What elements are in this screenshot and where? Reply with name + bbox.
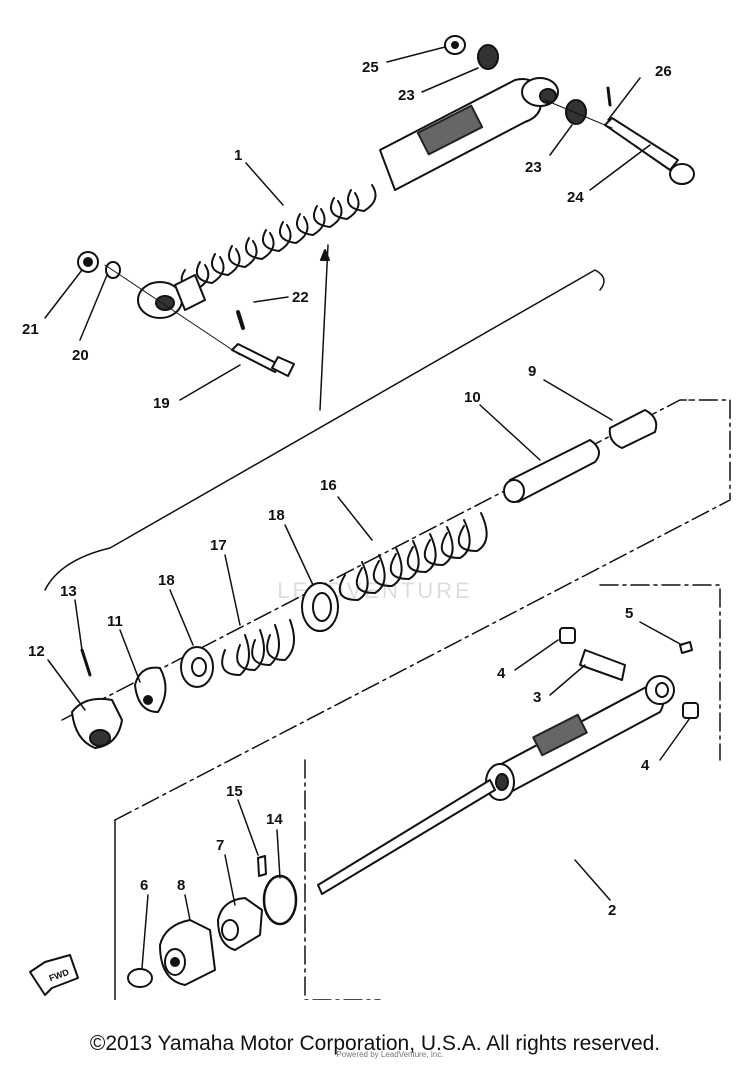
label-4-lower: 4 (641, 757, 650, 774)
copyright-notice: ©2013 Yamaha Motor Corporation, U.S.A. A… (89, 1032, 661, 1055)
bolt-24 (604, 117, 695, 185)
bush-3 (579, 649, 626, 681)
label-21: 21 (22, 321, 39, 338)
adjuster-11 (134, 666, 167, 713)
label-10: 10 (464, 389, 481, 406)
screw-5 (679, 641, 693, 654)
collar-23-top (477, 44, 499, 70)
label-12: 12 (28, 643, 45, 660)
label-26: 26 (655, 63, 672, 80)
label-25: 25 (362, 59, 379, 76)
fwd-arrow-icon: FWD (29, 954, 79, 996)
adjuster-7 (217, 897, 263, 951)
collar-4-upper (559, 627, 576, 644)
label-20: 20 (72, 347, 89, 364)
label-19: 19 (153, 395, 170, 412)
bracket-12 (71, 697, 123, 749)
label-17: 17 (210, 537, 227, 554)
label-23-right: 23 (525, 159, 542, 176)
label-13: 13 (60, 583, 77, 600)
label-24: 24 (567, 189, 584, 206)
seat-18-lower (180, 646, 214, 688)
label-3: 3 (533, 689, 541, 706)
pin-22 (236, 310, 245, 330)
seat-18-upper (301, 582, 339, 632)
screw-15 (257, 855, 267, 877)
label-15: 15 (226, 783, 243, 800)
collar-4-lower (682, 702, 699, 719)
shock-absorber-assembly (137, 77, 559, 319)
label-23-top: 23 (398, 87, 415, 104)
spring-17 (221, 619, 295, 676)
housing-8 (159, 919, 216, 986)
label-4-upper: 4 (497, 665, 506, 682)
label-18-lower: 18 (158, 572, 175, 589)
cap-9 (608, 409, 658, 449)
washer-6 (127, 968, 153, 988)
tube-10 (503, 439, 600, 503)
label-16: 16 (320, 477, 337, 494)
label-8: 8 (177, 877, 185, 894)
leader-lines (44, 46, 691, 969)
label-22: 22 (292, 289, 309, 306)
o-ring-14 (262, 874, 298, 926)
spring-16 (338, 512, 488, 601)
label-1: 1 (234, 147, 242, 164)
label-5: 5 (625, 605, 633, 622)
cotter-pin-26 (606, 86, 612, 107)
callout-labels: 25 23 26 23 24 1 21 20 22 19 9 10 16 18 … (22, 59, 672, 919)
label-6: 6 (140, 877, 148, 894)
label-18-upper: 18 (268, 507, 285, 524)
label-9: 9 (528, 363, 536, 380)
label-14: 14 (266, 811, 283, 828)
bolt-19 (231, 343, 295, 377)
pin-13 (80, 648, 92, 677)
collar-23-right (565, 99, 587, 125)
label-11: 11 (107, 613, 123, 630)
damper-unit-2 (317, 675, 675, 895)
label-2: 2 (608, 902, 616, 919)
label-7: 7 (216, 837, 224, 854)
spring-coils (180, 184, 377, 291)
exploded-parts-diagram: LEADVENTURE (22, 35, 731, 1000)
powered-by-text: Powered by LeadVenture, Inc. (336, 1050, 444, 1059)
